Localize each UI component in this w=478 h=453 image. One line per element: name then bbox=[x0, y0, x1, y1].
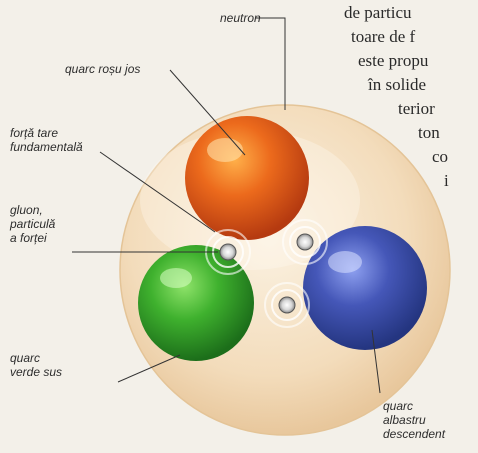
body-text-line-7: co bbox=[432, 145, 448, 169]
green-quark-label: quarc verde sus bbox=[10, 351, 62, 379]
body-text-line-5: terior bbox=[398, 97, 435, 121]
green-quark bbox=[138, 245, 254, 361]
body-text-line-3: este propu bbox=[358, 49, 428, 73]
body-text-line-6: ton bbox=[418, 121, 440, 145]
body-text-line-4: în solide bbox=[368, 73, 426, 97]
gluon-label: gluon, particulă a forței bbox=[10, 203, 55, 245]
neutron-leader bbox=[255, 18, 285, 110]
strong-force-label: forță tare fundamentală bbox=[10, 126, 83, 154]
body-text-line-2: toare de f bbox=[351, 25, 415, 49]
body-text-line-1: de particu bbox=[344, 1, 412, 25]
gluon-right bbox=[283, 220, 327, 264]
blue-quark-label: quarc albastru descendent bbox=[383, 399, 445, 441]
body-text-line-8: i bbox=[444, 169, 449, 193]
gluon-bottom bbox=[265, 283, 309, 327]
neutron-label: neutron bbox=[220, 11, 261, 25]
red-quark-label: quarc roșu jos bbox=[65, 62, 140, 76]
red-quark bbox=[185, 116, 309, 240]
blue-quark bbox=[303, 226, 427, 350]
